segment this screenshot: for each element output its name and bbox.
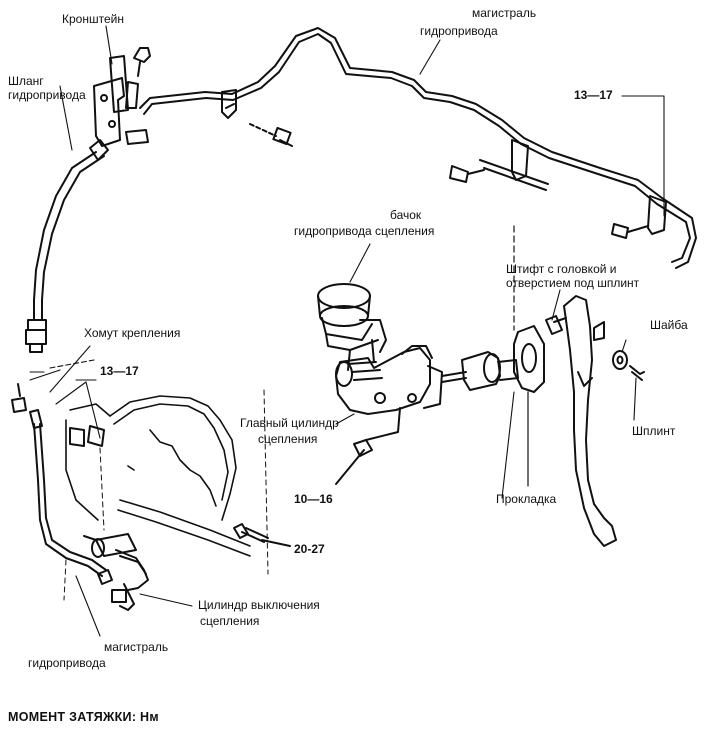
washer	[612, 350, 628, 370]
nut-10-16	[335, 439, 373, 485]
alignment-guides	[63, 389, 269, 601]
label-slave-line2: сцепления	[200, 614, 260, 628]
upper-hydraulic-pipe	[139, 27, 697, 269]
label-master-line2: сцепления	[258, 432, 318, 446]
clutch-pedal	[563, 295, 617, 547]
label-pipe-top-line1: магистраль	[472, 6, 537, 20]
label-split-pin: Шплинт	[632, 424, 676, 438]
label-torque-top-right: 13—17	[574, 88, 613, 102]
label-master-line1: Главный цилиндр	[240, 416, 339, 430]
pipe-clip-middle	[449, 139, 549, 191]
torque-bolts-left	[69, 425, 105, 447]
clutch-reservoir	[317, 283, 387, 371]
label-pipe-bottom-line2: гидропривода	[28, 656, 106, 670]
label-hose-line1: Шланг	[8, 74, 44, 88]
label-slave-line1: Цилиндр выключения	[198, 598, 320, 612]
torque-footer: МОМЕНТ ЗАТЯЖКИ: Нм	[8, 710, 159, 724]
label-torque-bolt: 20-27	[294, 542, 325, 556]
label-reservoir-line1: бачок	[390, 208, 422, 222]
pushrod-boot	[441, 351, 519, 391]
pipe-clip-left	[221, 89, 293, 147]
split-pin	[629, 365, 645, 381]
label-torque-left: 13—17	[100, 364, 139, 378]
label-pin-line1: Штифт с головкой и	[506, 262, 617, 276]
pipe-clip-right	[611, 195, 667, 239]
flexible-hose	[25, 139, 109, 353]
label-pipe-bottom-line1: магистраль	[104, 640, 169, 654]
label-pin-line2: отверстием под шплинт	[506, 276, 640, 290]
gasket	[513, 225, 545, 487]
master-cylinder	[335, 345, 443, 441]
label-torque-master: 10—16	[294, 492, 333, 506]
label-clamp: Хомут крепления	[84, 326, 181, 340]
slave-cylinder	[83, 533, 149, 611]
label-gasket: Прокладка	[496, 492, 557, 506]
lower-hydraulic-pipe	[29, 409, 113, 585]
label-hose-line2: гидропривода	[8, 88, 86, 102]
label-pipe-top-line2: гидропривода	[420, 24, 498, 38]
label-washer: Шайба	[650, 318, 688, 332]
clevis-pin	[545, 315, 567, 335]
bolt-20-27	[233, 523, 291, 547]
label-reservoir-line2: гидропривода сцепления	[294, 224, 435, 238]
bracket-assembly	[93, 47, 151, 147]
leader-lines	[29, 25, 665, 637]
clamp-left	[11, 383, 27, 413]
transmission-housing	[65, 395, 251, 557]
label-bracket: Кронштейн	[62, 12, 124, 26]
